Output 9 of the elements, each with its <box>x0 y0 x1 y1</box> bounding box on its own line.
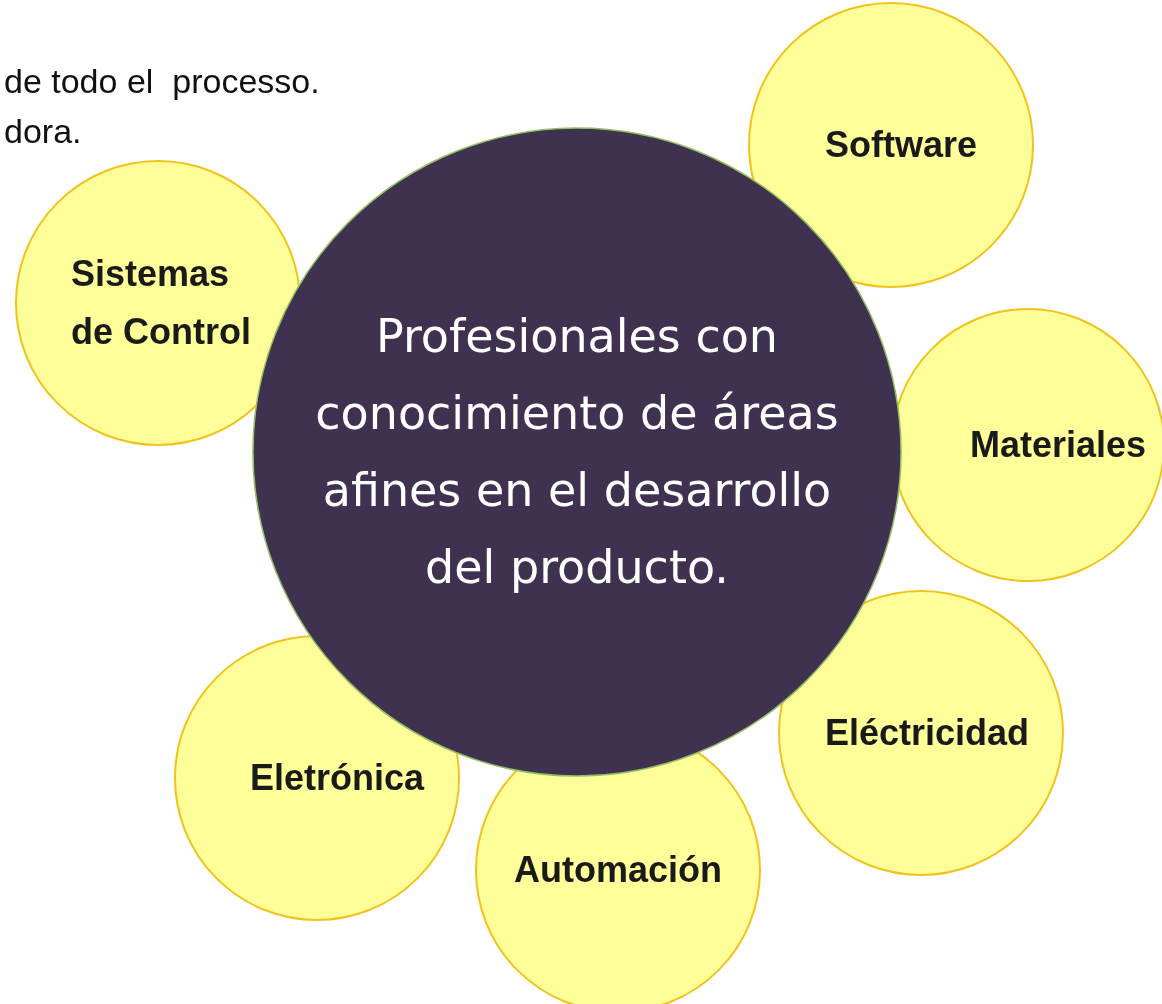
topic-label: Automación <box>513 848 723 893</box>
note-text: de todo el processo. <box>4 62 320 101</box>
note-text: dora. <box>4 112 82 151</box>
topic-label: Eléctricidad <box>823 711 1031 756</box>
topic-label: Software <box>823 123 978 168</box>
central-text: Profesionales con conocimiento de áreas afines en el desarrollo del producto. <box>314 308 840 596</box>
topic-label: Sistemas de Control <box>71 252 252 354</box>
topic-label: Materiales <box>968 423 1148 468</box>
topic-label: Eletrónica <box>248 756 426 801</box>
